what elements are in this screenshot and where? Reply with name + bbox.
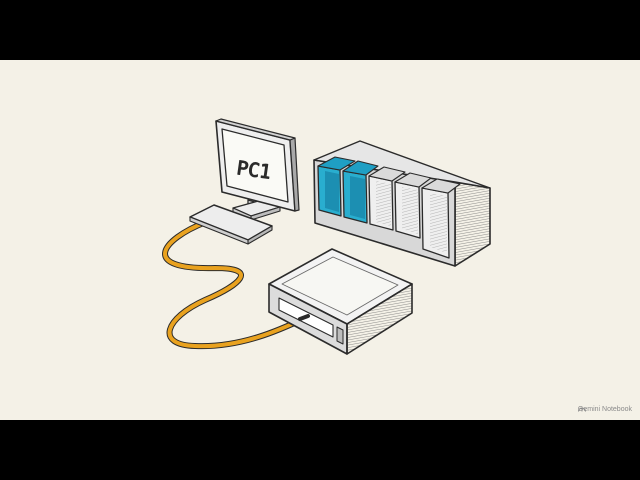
storage-rack [313, 140, 491, 267]
rack-slot-4 [394, 172, 432, 239]
notebook-logo-icon [577, 407, 586, 412]
watermark-text: Gemini Notebook [577, 406, 632, 413]
rack-slot-3 [368, 166, 406, 231]
cable-plug [298, 314, 310, 321]
rack-slot-2 [342, 160, 379, 224]
rack-slot-5 [421, 178, 461, 259]
computer-icon: PC1 [189, 118, 300, 245]
diagram-canvas: PC1 [0, 60, 640, 420]
network-cable [162, 219, 308, 350]
server-box [268, 248, 413, 355]
monitor-screen [221, 128, 289, 203]
network-diagram: PC1 [162, 118, 491, 355]
rack-slot-1 [317, 156, 356, 217]
watermark: Gemini Notebook [578, 406, 632, 413]
letterbox-bottom [0, 420, 640, 480]
letterbox-top [0, 0, 640, 60]
server-side [346, 283, 413, 355]
computer-label: PC1 [235, 157, 272, 184]
cable-fill [163, 220, 307, 349]
